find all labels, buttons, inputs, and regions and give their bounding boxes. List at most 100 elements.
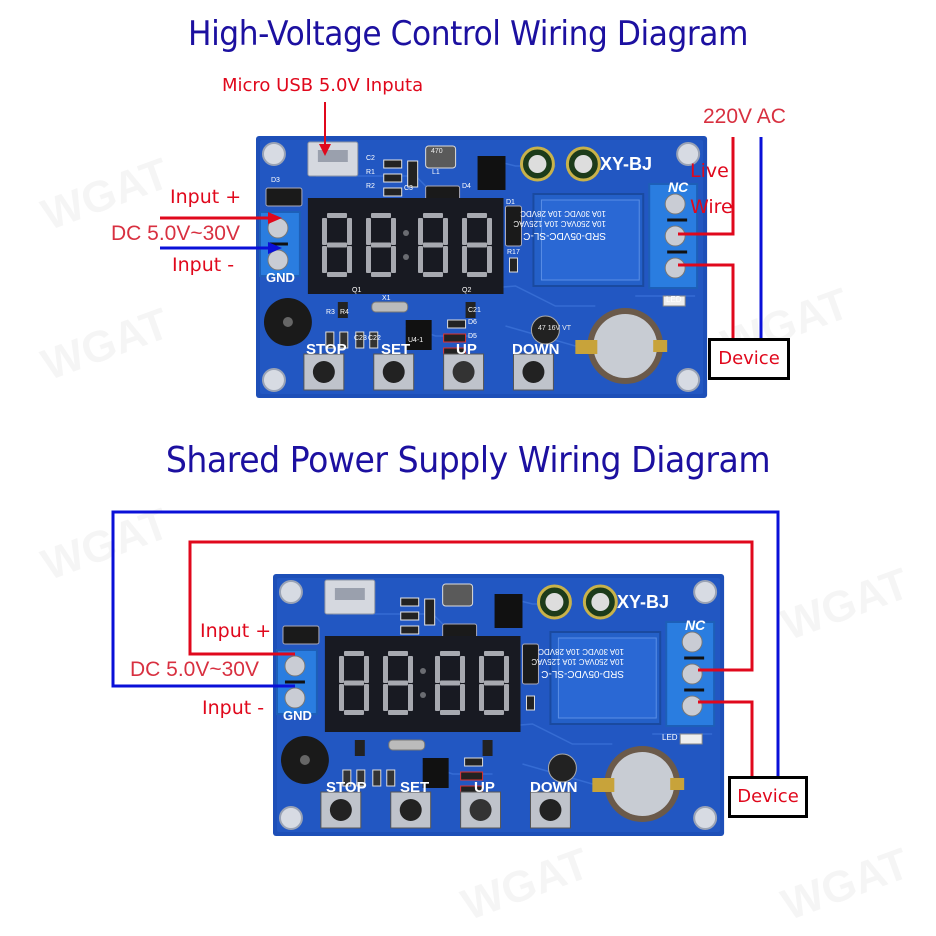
arrow-head-icon xyxy=(319,144,331,156)
relay-rating-text: 10A 250VAC 10A 125VAC xyxy=(513,219,606,228)
display-colon xyxy=(403,254,409,260)
display-segment xyxy=(408,684,413,711)
component-label: D5 xyxy=(468,333,477,340)
display-segment xyxy=(435,656,440,683)
component-label: D3 xyxy=(271,177,280,184)
live-label: Live xyxy=(690,160,729,182)
component-label: R2 xyxy=(366,183,375,190)
display-colon xyxy=(403,230,409,236)
relay-rating-text: 10A 30VDC 10A 28VDC xyxy=(520,209,606,218)
display-segment xyxy=(467,242,487,248)
diagram2-wires xyxy=(111,510,780,778)
display-segment xyxy=(408,656,413,683)
component-label: D1 xyxy=(506,199,515,206)
relay-model-text: SRD-05VDC-SL-C xyxy=(523,230,606,241)
display-segment xyxy=(366,218,371,245)
display-segment xyxy=(487,246,492,273)
display-segment xyxy=(460,656,465,683)
seven-segment-display-1 xyxy=(322,213,492,277)
led-label: LED xyxy=(666,295,682,304)
display-segment xyxy=(440,710,460,715)
wire-shared-positive xyxy=(188,540,754,672)
component-label: C2 xyxy=(366,155,375,162)
display-segment xyxy=(383,656,388,683)
component-label: C23 xyxy=(354,335,367,342)
led-label: LED xyxy=(662,733,678,742)
component-label: D4 xyxy=(462,183,471,190)
display-segment xyxy=(487,218,492,245)
button-label-stop: STOP xyxy=(306,341,347,358)
button-label-down: DOWN xyxy=(530,779,578,796)
wire-to-device xyxy=(678,263,735,338)
display-colon xyxy=(420,692,426,698)
display-segment xyxy=(388,680,408,686)
display-segment xyxy=(364,656,369,683)
component-label: R4 xyxy=(340,309,349,316)
component-label: X1 xyxy=(382,295,391,302)
gnd-label: GND xyxy=(283,708,312,723)
wire-to-device xyxy=(698,700,754,778)
display-segment xyxy=(479,684,484,711)
nc-label: NC xyxy=(668,179,689,195)
ac-voltage-label: 220V AC xyxy=(703,105,786,128)
arrow-head-icon xyxy=(268,212,282,224)
display-segment xyxy=(467,213,487,218)
component-label: Q2 xyxy=(462,287,471,294)
inductor-label: 470 xyxy=(431,148,443,155)
display-segment xyxy=(371,213,391,218)
display-segment xyxy=(423,213,443,218)
display-segment xyxy=(322,218,327,245)
display-segment xyxy=(388,651,408,656)
display-segment xyxy=(484,680,504,686)
display-segment xyxy=(484,710,504,715)
relay-model-text: SRD-05VDC-SL-C xyxy=(541,668,624,679)
diagram1-title: High-Voltage Control Wiring Diagram xyxy=(188,14,748,54)
display-segment xyxy=(339,656,344,683)
device-box: Device xyxy=(728,776,808,818)
display-segment xyxy=(440,680,460,686)
display-segment xyxy=(347,218,352,245)
display-segment xyxy=(327,242,347,248)
display-segment xyxy=(344,651,364,656)
input-positive-label: Input + xyxy=(170,186,242,208)
display-segment xyxy=(327,213,347,218)
button-label-stop: STOP xyxy=(326,779,367,796)
diagram2-title: Shared Power Supply Wiring Diagram xyxy=(165,440,771,481)
display-segment xyxy=(344,680,364,686)
display-segment xyxy=(391,246,396,273)
component-label: L1 xyxy=(432,169,440,176)
display-segment xyxy=(435,684,440,711)
wire-live xyxy=(678,137,735,236)
display-segment xyxy=(388,710,408,715)
board-model-label: XY-BJ xyxy=(617,592,669,612)
display-segment xyxy=(347,246,352,273)
button-label-down: DOWN xyxy=(512,341,560,358)
button-label-up: UP xyxy=(456,341,477,358)
component-label: D6 xyxy=(468,319,477,326)
display-segment xyxy=(443,246,448,273)
wire-shared-negative xyxy=(111,510,780,778)
gnd-label: GND xyxy=(266,270,295,285)
display-segment xyxy=(364,684,369,711)
display-segment xyxy=(443,218,448,245)
display-segment xyxy=(418,246,423,273)
display-segment xyxy=(423,242,443,248)
display-segment xyxy=(460,684,465,711)
component-label: C3 xyxy=(404,185,413,192)
component-label: R17 xyxy=(507,249,520,256)
button-label-set: SET xyxy=(400,779,429,796)
display-segment xyxy=(467,272,487,277)
nc-label: NC xyxy=(685,617,706,633)
device-box: Device xyxy=(708,338,790,380)
display-segment xyxy=(327,272,347,277)
display-segment xyxy=(484,651,504,656)
usb-input-label: Micro USB 5.0V Inputa xyxy=(222,75,424,96)
wire-label: Wire xyxy=(690,196,733,218)
display-segment xyxy=(322,246,327,273)
display-segment xyxy=(366,246,371,273)
display-segment xyxy=(391,218,396,245)
capacitor-label: 47 16V VT xyxy=(538,325,572,332)
display-segment xyxy=(371,272,391,277)
input-negative-label: Input - xyxy=(172,254,235,276)
